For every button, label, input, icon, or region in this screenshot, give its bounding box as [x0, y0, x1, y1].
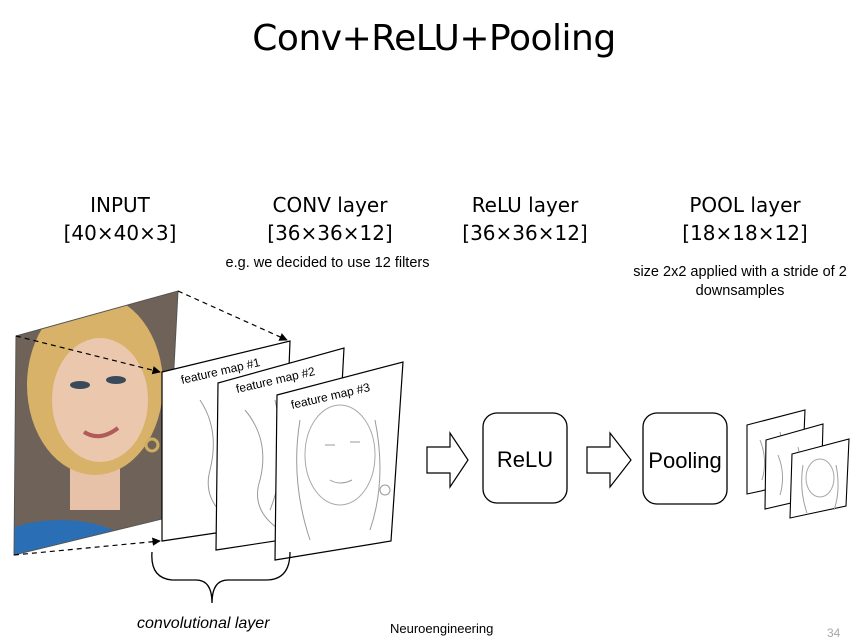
projection-line-left: [15, 335, 161, 375]
face-shape: [52, 338, 148, 462]
projection-line-top: [177, 290, 288, 341]
conv-dims: [36×36×12]: [267, 221, 393, 245]
convolutional-layer-brace: [151, 551, 291, 604]
slide-title: Conv+ReLU+Pooling: [252, 18, 616, 59]
pool-note-line2: downsamples: [695, 283, 785, 299]
pool-note: size 2x2 applied with a stride of 2 down…: [620, 263, 860, 301]
page-number: 34: [827, 626, 841, 640]
relu-column-header: ReLU layer [36×36×12]: [445, 191, 605, 247]
conv-label: CONV layer: [272, 193, 388, 217]
pooling-box-label: Pooling: [648, 448, 721, 473]
conv-column-header: CONV layer [36×36×12]: [250, 191, 410, 247]
input-image: [13, 290, 179, 556]
footer-text: Neuroengineering: [390, 621, 494, 636]
relu-box-label: ReLU: [497, 447, 553, 472]
feature-map-3: [274, 361, 404, 561]
arrow-to-relu: [426, 431, 469, 489]
input-dims: [40×40×3]: [63, 221, 177, 245]
input-label: INPUT: [90, 193, 150, 217]
pooled-map-3: [789, 438, 850, 519]
relu-label: ReLU layer: [471, 193, 579, 217]
pool-label: POOL layer: [689, 193, 801, 217]
relu-box: [482, 412, 568, 504]
input-column-header: INPUT [40×40×3]: [60, 191, 180, 247]
arrow-to-pooling: [586, 431, 632, 489]
pool-note-line1: size 2x2 applied with a stride of 2: [633, 264, 847, 280]
relu-dims: [36×36×12]: [462, 221, 588, 245]
brace-caption: convolutional layer: [137, 615, 270, 632]
conv-note: e.g. we decided to use 12 filters: [225, 255, 430, 271]
dress-shape: [14, 520, 140, 555]
pooling-box: [642, 412, 728, 505]
projection-line-bottom: [13, 537, 161, 556]
pool-column-header: POOL layer [18×18×12]: [665, 191, 825, 247]
pool-dims: [18×18×12]: [682, 221, 808, 245]
